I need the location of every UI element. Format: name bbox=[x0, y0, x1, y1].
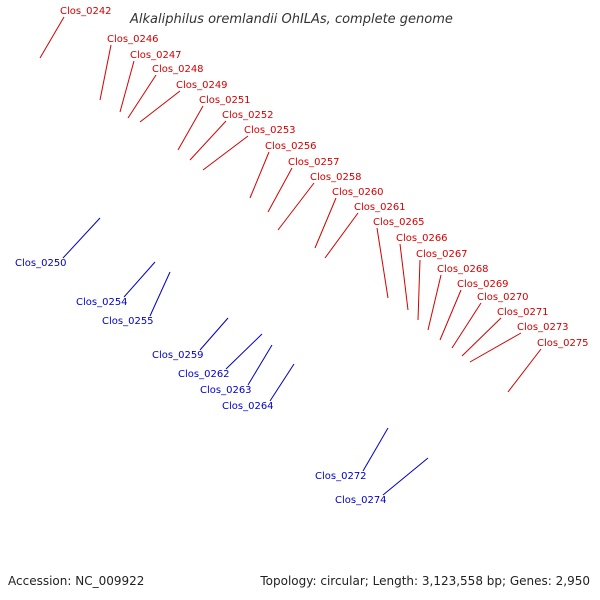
leader-top bbox=[249, 151, 270, 199]
gene-label-top: Clos_0260 bbox=[332, 187, 384, 198]
gene-label-top: Clos_0249 bbox=[176, 80, 228, 91]
gene-label-bottom: Clos_0259 bbox=[152, 350, 204, 361]
leader-top bbox=[417, 259, 421, 321]
gene-label-bottom: Clos_0264 bbox=[222, 401, 274, 412]
leader-bottom bbox=[123, 261, 156, 298]
leader-top bbox=[99, 44, 112, 101]
gene-label-top: Clos_0271 bbox=[497, 307, 549, 318]
accession-text: Accession: NC_009922 bbox=[8, 574, 145, 588]
gene-label-top: Clos_0247 bbox=[130, 50, 182, 61]
leader-top bbox=[439, 289, 462, 341]
leader-bottom bbox=[225, 333, 263, 370]
gene-label-top: Clos_0251 bbox=[199, 95, 251, 106]
label-leader-lines bbox=[39, 16, 542, 496]
gene-label-top: Clos_0273 bbox=[517, 322, 569, 333]
gene-label-bottom: Clos_0263 bbox=[200, 385, 252, 396]
gene-label-top: Clos_0265 bbox=[373, 217, 425, 228]
gene-label-top: Clos_0261 bbox=[354, 202, 406, 213]
leader-top bbox=[39, 16, 65, 59]
gene-label-bottom: Clos_0254 bbox=[76, 297, 128, 308]
gene-label-top: Clos_0267 bbox=[416, 249, 468, 260]
leader-top bbox=[127, 74, 157, 119]
gene-label-top: Clos_0268 bbox=[437, 264, 489, 275]
gene-label-top: Clos_0275 bbox=[537, 338, 589, 349]
gene-label-top: Clos_0270 bbox=[477, 292, 529, 303]
gene-label-top: Clos_0252 bbox=[222, 110, 274, 121]
gene-label-bottom: Clos_0262 bbox=[178, 369, 230, 380]
leader-bottom bbox=[149, 271, 171, 317]
leader-top bbox=[324, 212, 359, 259]
leader-top bbox=[451, 302, 482, 349]
gene-label-bottom: Clos_0272 bbox=[315, 471, 367, 482]
gene-label-bottom: Clos_0250 bbox=[15, 258, 67, 269]
leader-top bbox=[399, 243, 409, 311]
gene-label-top: Clos_0269 bbox=[457, 279, 509, 290]
leader-top bbox=[376, 227, 389, 299]
leader-top bbox=[461, 317, 502, 357]
leader-top bbox=[267, 167, 293, 213]
map-title: Alkaliphilus oremlandii OhILAs, complete… bbox=[129, 12, 453, 27]
leader-top bbox=[277, 182, 315, 231]
gene-label-top: Clos_0253 bbox=[244, 125, 296, 136]
gene-label-top: Clos_0248 bbox=[152, 64, 204, 75]
leader-top bbox=[189, 120, 227, 161]
leader-top bbox=[507, 348, 542, 393]
leader-bottom bbox=[269, 363, 295, 402]
gene-labels: Clos_0242Clos_0246Clos_0247Clos_0248Clos… bbox=[15, 6, 589, 506]
leader-top bbox=[177, 105, 204, 151]
gene-label-bottom: Clos_0274 bbox=[335, 495, 387, 506]
leader-top bbox=[469, 332, 522, 363]
leader-bottom bbox=[247, 344, 273, 386]
leader-top bbox=[314, 197, 337, 249]
gene-label-top: Clos_0258 bbox=[310, 172, 362, 183]
gene-label-top: Clos_0256 bbox=[265, 141, 317, 152]
leader-top bbox=[119, 60, 135, 113]
gene-label-top: Clos_0266 bbox=[396, 233, 448, 244]
leader-top bbox=[202, 135, 249, 171]
leader-bottom bbox=[362, 427, 389, 472]
leader-bottom bbox=[62, 217, 101, 259]
leader-bottom bbox=[199, 317, 229, 351]
gene-label-top: Clos_0257 bbox=[288, 157, 340, 168]
gene-label-bottom: Clos_0255 bbox=[102, 316, 154, 327]
gene-label-top: Clos_0246 bbox=[107, 34, 159, 45]
topology-text: Topology: circular; Length: 3,123,558 bp… bbox=[260, 574, 590, 588]
leader-bottom bbox=[382, 457, 429, 496]
leader-top bbox=[139, 90, 181, 123]
leader-top bbox=[427, 274, 442, 331]
gene-label-top: Clos_0242 bbox=[60, 6, 112, 17]
